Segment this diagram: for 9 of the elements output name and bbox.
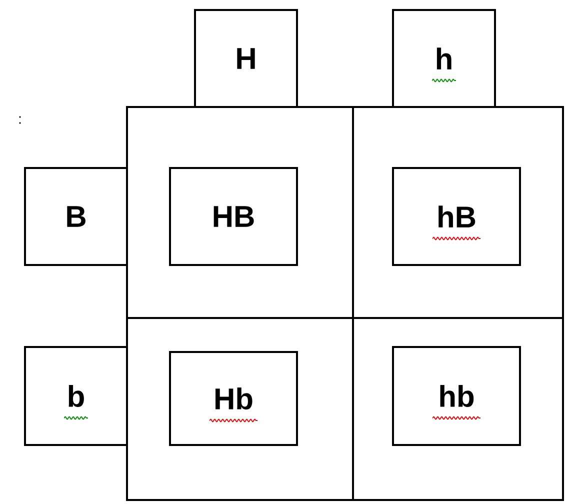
letter-box: HB [169, 167, 298, 266]
letter-box: H [194, 9, 298, 108]
letter-box: B [24, 167, 128, 266]
letter-box: hb [392, 346, 521, 446]
stray-mark: : [19, 116, 21, 124]
letter-box: h [392, 9, 496, 108]
letter-box: Hb [169, 351, 298, 446]
letter-box: hB [392, 167, 521, 266]
letter-box: b [24, 346, 128, 446]
